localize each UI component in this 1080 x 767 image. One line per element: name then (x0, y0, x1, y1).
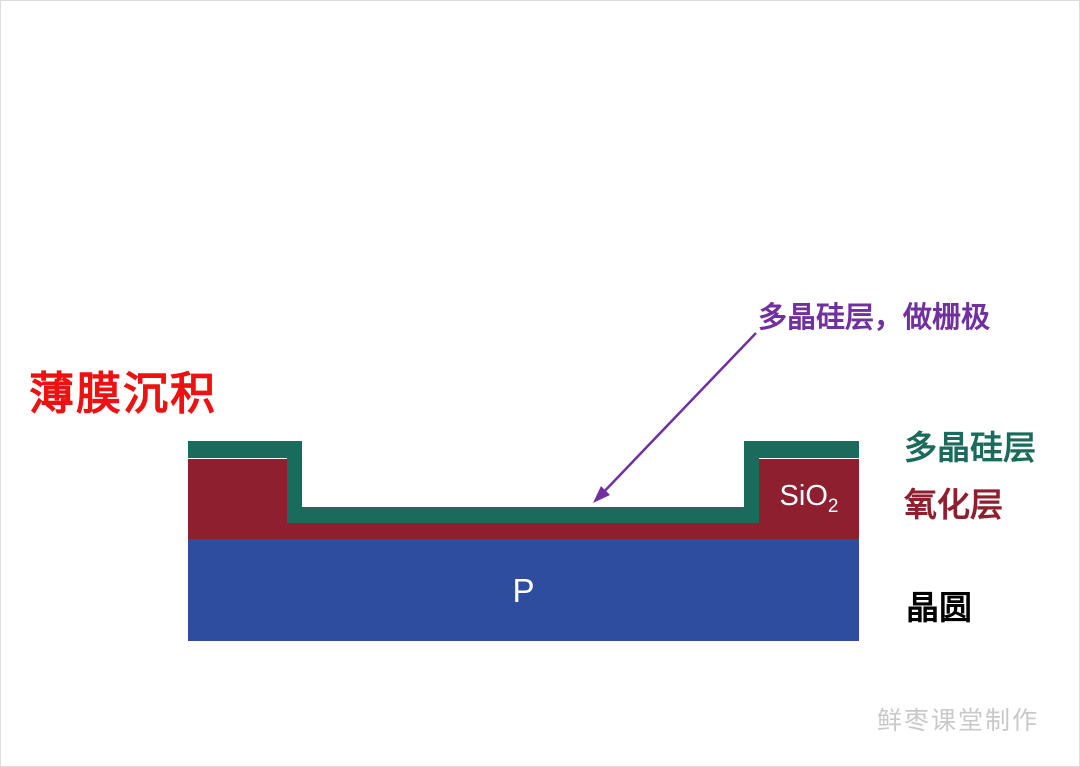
oxide-label-sub: 2 (827, 495, 839, 517)
oxide-label: SiO2 (780, 482, 839, 516)
polysilicon-film-top-left (188, 441, 302, 458)
oxide-label-main: SiO (779, 480, 828, 513)
page-title: 薄膜沉积 (29, 368, 218, 419)
annotation-arrow-icon (593, 332, 757, 503)
oxide-layer-right: SiO2 (759, 459, 859, 539)
oxide-layer-trench-bottom (287, 522, 759, 539)
legend-oxide: 氧化层 (904, 486, 1003, 523)
substrate-label: P (512, 571, 535, 609)
polysilicon-film-trench-bottom (287, 507, 759, 523)
oxide-layer-left (188, 459, 287, 539)
legend-wafer: 晶圆 (906, 589, 972, 626)
polysilicon-film-top-right (744, 441, 859, 458)
polysilicon-film-left-wall (287, 441, 302, 523)
annotation-polysilicon-gate: 多晶硅层，做栅极 (758, 302, 991, 334)
legend-polysilicon: 多晶硅层 (904, 429, 1036, 466)
watermark: 鲜枣课堂制作 (877, 707, 1040, 735)
wafer-substrate: P (188, 539, 859, 641)
polysilicon-film-right-wall (744, 441, 759, 523)
